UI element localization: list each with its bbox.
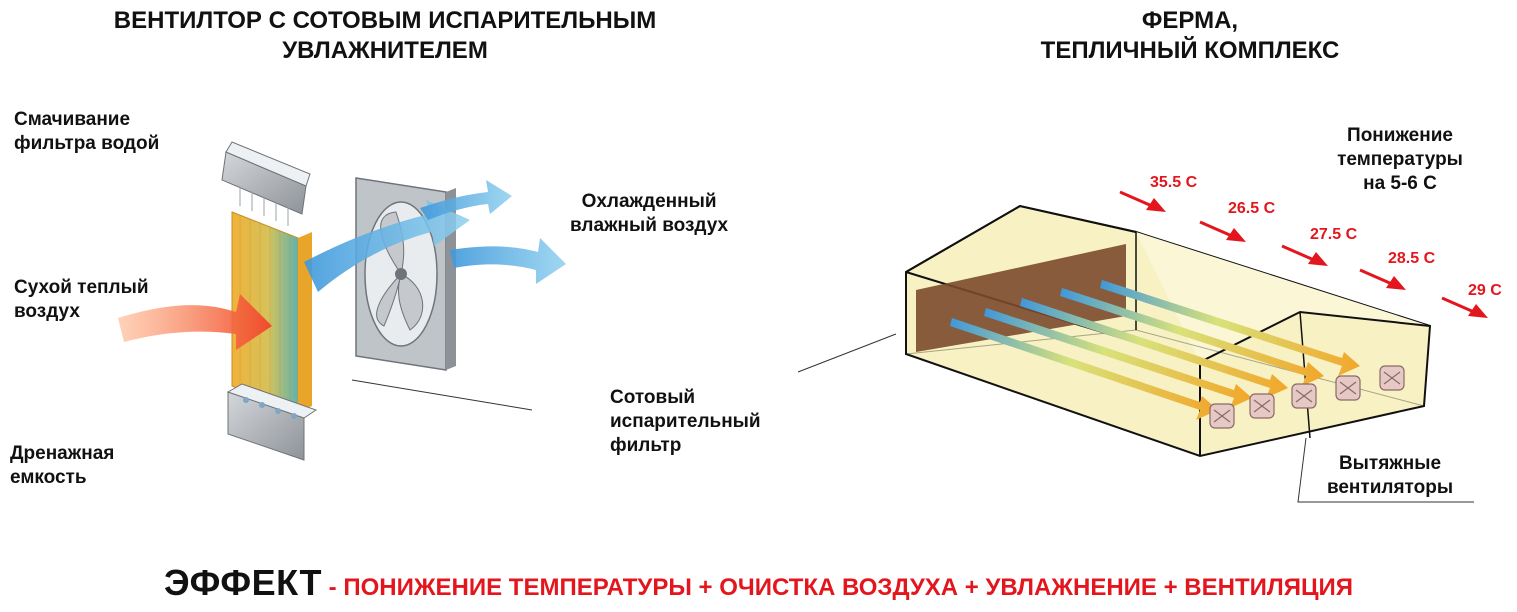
- left-title-line1: ВЕНТИЛТОР С СОТОВЫМ ИСПАРИТЕЛЬНЫМ: [113, 7, 657, 34]
- air-streams: [950, 280, 1360, 420]
- label-reduction-line1: Понижение: [1347, 125, 1453, 146]
- right-title-line2: ТЕПЛИЧНЫЙ КОМПЛЕКС: [1040, 37, 1340, 64]
- label-reduction-line2: температуры: [1337, 148, 1463, 170]
- temperature-label-1: 35.5 C: [1150, 174, 1198, 191]
- leader-line-exhaust: [1297, 437, 1474, 503]
- exhaust-fans: [1209, 365, 1405, 429]
- label-filter-line1: Сотовый: [610, 387, 696, 408]
- temperature-label-5: 29 C: [1468, 282, 1502, 299]
- effect-word: ЭФФЕКТ: [164, 562, 323, 603]
- label-dry-line1: Сухой теплый: [14, 277, 149, 298]
- leader-line-left: [351, 379, 533, 411]
- temperature-arrows: [1119, 190, 1488, 318]
- label-exhaust-line2: вентиляторы: [1326, 476, 1454, 498]
- label-reduction-line3: на 5-6 С: [1363, 172, 1437, 194]
- label-cooled-line1: Охлажденный: [581, 191, 717, 212]
- label-drain-line2: емкость: [10, 466, 87, 488]
- effect-text: - ПОНИЖЕНИЕ ТЕМПЕРАТУРЫ + ОЧИСТКА ВОЗДУХ…: [322, 574, 1353, 601]
- label-filter-line3: фильтр: [610, 434, 682, 456]
- label-wetting-line2: фильтра водой: [14, 132, 160, 154]
- label-dry-line2: воздух: [14, 300, 80, 322]
- label-dry-air: Сухой теплый воздух: [14, 276, 149, 324]
- label-drain-line1: Дренажная: [10, 443, 115, 464]
- water-distributor: [221, 141, 311, 226]
- label-filter: Сотовый испарительный фильтр: [610, 386, 761, 457]
- cooled-air-arrows: [304, 180, 566, 292]
- left-title-line2: УВЛАЖНИТЕЛЕМ: [282, 37, 488, 64]
- label-exhaust-line1: Вытяжные: [1338, 453, 1442, 474]
- label-wetting: Смачивание фильтра водой: [14, 108, 159, 156]
- label-exhaust-fans: Вытяжные вентиляторы: [1310, 452, 1470, 500]
- right-title: ФЕРМА, ТЕПЛИЧНЫЙ КОМПЛЕКС: [960, 6, 1420, 66]
- dry-air-arrow: [118, 294, 272, 350]
- temperature-label-3: 27.5 C: [1310, 226, 1358, 243]
- label-temperature-reduction: Понижение температуры на 5-6 С: [1300, 124, 1500, 195]
- drain-tray: [226, 383, 318, 461]
- label-wetting-line1: Смачивание: [14, 109, 131, 130]
- label-drain: Дренажная емкость: [10, 442, 114, 490]
- leader-line-right: [797, 333, 897, 373]
- right-title-line1: ФЕРМА,: [1141, 7, 1239, 34]
- left-title: ВЕНТИЛТОР С СОТОВЫМ ИСПАРИТЕЛЬНЫМ УВЛАЖН…: [40, 6, 730, 66]
- temperature-label-4: 28.5 C: [1388, 250, 1436, 267]
- label-cooled-air: Охлажденный влажный воздух: [570, 190, 728, 238]
- temperature-label-2: 26.5 C: [1228, 200, 1276, 217]
- effect-summary: ЭФФЕКТ - ПОНИЖЕНИЕ ТЕМПЕРАТУРЫ + ОЧИСТКА…: [0, 562, 1517, 604]
- label-filter-line2: испарительный: [610, 410, 761, 432]
- label-cooled-line2: влажный воздух: [570, 214, 729, 236]
